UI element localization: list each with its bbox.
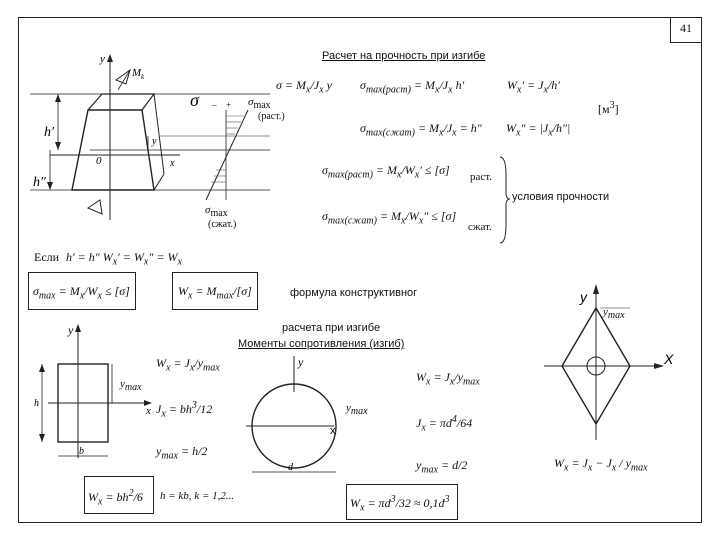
strength-conditions-label: условия прочности — [512, 191, 610, 203]
formula-sigma: σ = Mx/Jx y — [276, 78, 332, 96]
rast-label: раст. — [470, 171, 492, 183]
if-condition: h′ = h″ Wx′ = Wx″ = Wx — [66, 250, 182, 268]
box-sigma-max — [28, 272, 136, 310]
svg-text:y: y — [297, 355, 304, 369]
beam-axis-x: x — [169, 158, 175, 169]
formula-w-prime: Wx′ = Jx/h′ — [507, 78, 560, 96]
rect-h-label: h — [34, 398, 39, 409]
rect-formula-w-final: Wx = bh2/6 — [88, 488, 143, 508]
box-circ-w — [346, 484, 458, 520]
circle-ymax-label: ymax — [346, 402, 368, 418]
if-label: Если — [34, 250, 60, 264]
brace — [499, 156, 511, 244]
beam-y-label: y — [151, 136, 157, 147]
beam-origin: 0 — [96, 155, 102, 167]
subtitle: Моменты сопротивления (изгиб) — [238, 338, 405, 350]
rect-h-equation: h = kb, k = 1,2... — [160, 490, 235, 502]
svg-text:y: y — [579, 289, 588, 305]
rast-paren-label: (раст.) — [258, 111, 285, 122]
circle-section: y x d — [246, 355, 337, 473]
formula-sigma-max-general: σmax = Mx/Wx ≤ [σ] — [33, 284, 130, 302]
svg-text:k: k — [141, 73, 145, 81]
rect-ymax-label: ymax — [120, 378, 142, 394]
circ-formula-w-final: Wx = πd3/32 ≈ 0,1d3 — [350, 494, 450, 514]
page-number: 41 — [680, 21, 692, 35]
subtitle-prefix: расчета при изгибе — [282, 322, 381, 334]
rhombus-ymax-label: ymax — [603, 306, 625, 322]
box-w-design — [172, 272, 258, 310]
sigma-max-rast-label: σmax — [248, 96, 271, 112]
szhat-paren-label: (сжат.) — [208, 219, 237, 230]
svg-text:–: – — [211, 100, 217, 110]
beam-diagram: y x 0 y h′ h″ M k σ – + — [30, 53, 270, 220]
condition-rast: σmax(раст) = Mx/Wx′ ≤ [σ] — [322, 163, 450, 181]
h-dprime-label: h″ — [33, 175, 46, 190]
formula-sigma-rast: σmax(раст) = Mx/Jx h′ — [360, 78, 465, 96]
svg-text:y: y — [67, 323, 74, 337]
formula-w-design: Wx = Mmax/[σ] — [178, 284, 252, 302]
circ-formula-w: Wx = Jx/ymax — [416, 370, 480, 388]
szhat-label: сжат. — [468, 221, 492, 233]
rect-b-label: b — [79, 446, 84, 457]
rectangle-section: y x h b — [34, 323, 152, 458]
svg-text:+: + — [226, 100, 231, 110]
sigma-symbol: σ — [190, 90, 200, 110]
circ-formula-ymax: ymax = d/2 — [416, 458, 468, 476]
circle-d-label: d — [288, 462, 294, 473]
constructive-formula-label: формула конструктивног — [290, 287, 418, 299]
svg-text:X: X — [663, 351, 674, 367]
circ-formula-j: Jx = πd4/64 — [416, 414, 473, 434]
rhombus-formula-w: Wx = Jx − Jx / ymax — [554, 456, 648, 474]
h-prime-label: h′ — [44, 125, 55, 140]
svg-text:x: x — [145, 405, 151, 417]
page-frame — [18, 17, 702, 523]
rect-formula-j: Jx = bh3/12 — [156, 400, 213, 420]
formula-w-dprime: Wx″ = |Jx/h″| — [506, 121, 571, 139]
sigma-max-szhat-label: σmax — [205, 204, 228, 220]
svg-text:x: x — [330, 425, 336, 437]
rect-formula-ymax: ymax = h/2 — [156, 444, 208, 462]
moment-label: M — [131, 67, 142, 79]
unit-label: [м3] — [598, 100, 619, 116]
rhombus-section: y X — [544, 284, 674, 440]
condition-szhat: σmax(сжат) = Mx/Wx″ ≤ [σ] — [322, 209, 457, 227]
box-rect-w — [84, 476, 154, 514]
formula-sigma-szhat: σmax(сжат) = Mx/Jx = h″ — [360, 121, 482, 139]
beam-axis-y: y — [99, 53, 105, 65]
rect-formula-w: Wx = Jx/ymax — [156, 356, 220, 374]
page-title: Расчет на прочность при изгибе — [322, 50, 486, 62]
page-number-box — [670, 17, 702, 43]
